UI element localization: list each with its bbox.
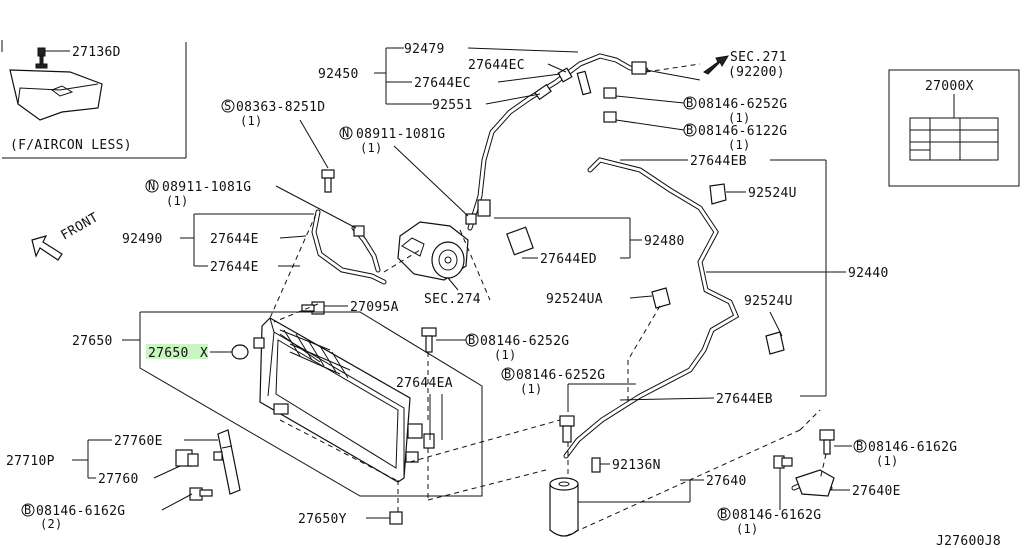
part-92440: 92440 [848,266,889,281]
qty-08911-1081G-b: (1) [166,194,189,208]
qty-08146-6162G-right: (1) [876,454,899,468]
bracket-27760E-icon [175,429,241,495]
part-92136N: 92136N [612,458,661,473]
clip-icon [35,47,48,69]
part-27650: 27650 [72,334,113,349]
bolt-prefix-icon [683,123,697,137]
qty-08146-6162G-left: (2) [40,517,63,531]
part-27644EC-a: 27644EC [468,58,525,73]
part-27760E: 27760E [114,434,163,449]
part-08363-8251D: 08363-8251D [236,100,325,115]
leader-lines [72,47,852,519]
fitting-icon [477,61,647,256]
qty-08911-1081G-a: (1) [360,141,383,155]
bolt-prefix-icon [683,96,697,110]
part-27095A: 27095A [350,300,399,315]
prefix-b: B [686,96,694,110]
part-27644E-a: 27644E [210,232,259,247]
qty-08146-6162G-bottom: (1) [736,522,759,536]
pipe-27644E [311,209,387,285]
sec271-arrow-icon [703,55,729,75]
qty-08146-6122G: (1) [728,138,751,152]
part-27640: 27640 [706,474,747,489]
qty-08363-8251D: (1) [240,114,263,128]
bolt-prefix-icon [853,439,867,453]
sec-271: SEC.271 [730,50,787,65]
part-92490: 92490 [122,232,163,247]
screw-prefix-icon [221,99,235,113]
prefix-n: N [342,126,350,140]
pipe-27644EB-long [563,157,740,459]
part-27650Y: 27650Y [298,512,347,527]
part-27650X-highlight [146,344,208,359]
part-27644EA: 27644EA [396,376,453,391]
diagram-id: J27600J8 [936,534,1001,548]
inset-caption: (F/AIRCON LESS) [10,138,132,153]
compressor-icon [397,221,469,281]
part-08146-6252G-top: 08146-6252G [698,97,787,112]
part-27640E: 27640E [852,484,901,499]
part-08146-6252G-low: 08146-6252G [516,368,605,383]
prefix-b: B [24,503,32,517]
part-08146-6162G-bottom: 08146-6162G [732,508,821,523]
bolt-prefix-icon [501,367,515,381]
part-27710P: 27710P [6,454,55,469]
label-box: 27000X [888,69,1020,187]
bolt-icon [189,87,835,525]
bolt-prefix-icon [21,503,35,517]
inset-panel: 27136D (F/AIRCON LESS) [1,40,187,159]
part-08911-1081G-b: 08911-1081G [162,180,251,195]
prefix-s: S [224,99,232,113]
part-27000X: 27000X [925,79,974,94]
sec-271-sub: (92200) [728,65,785,80]
part-27644E-b: 27644E [210,260,259,275]
part-08146-6162G-left: 08146-6162G [36,504,125,519]
part-08911-1081G-a: 08911-1081G [356,127,445,142]
part-92551: 92551 [432,98,473,113]
part-27644EB-top: 27644EB [690,154,747,169]
qty-08146-6252G-mid: (1) [494,348,517,362]
part-27644ED: 27644ED [540,252,597,267]
prefix-b: B [720,507,728,521]
qty-08146-6252G-top: (1) [728,111,751,125]
part-27644EC-b: 27644EC [414,76,471,91]
prefix-n: N [148,179,156,193]
prefix-b: B [856,439,864,453]
part-08146-6122G: 08146-6122G [698,124,787,139]
part-labels: 92479 92450 27644EC 27644EC 92551 SEC.27… [6,42,1001,548]
part-92479: 92479 [404,42,445,57]
part-92524UA: 92524UA [546,292,603,307]
prefix-b: B [504,367,512,381]
qty-08146-6252G-low: (1) [520,382,543,396]
condenser-fins [279,329,351,379]
prefix-b: B [468,333,476,347]
pipe-main-upper [467,53,649,231]
label-sticker-icon [909,117,999,161]
receiver-drier-icon [549,477,579,537]
clamp-icon [651,183,835,497]
part-27650X-suffix: X [200,346,208,361]
part-08146-6162G-right: 08146-6162G [868,440,957,455]
part-27644EB-low: 27644EB [716,392,773,407]
condenser-icon [253,317,423,483]
nut-prefix-icon [145,179,159,193]
sec-274: SEC.274 [424,292,481,307]
part-92524U-b: 92524U [744,294,793,309]
bolt-prefix-icon [465,333,479,347]
front-arrow-icon [31,235,63,261]
part-27760: 27760 [98,472,139,487]
front-label: FRONT [59,210,102,243]
nut-prefix-icon [339,126,353,140]
part-27650X: 27650 [148,346,189,361]
prefix-b: B [686,123,694,137]
part-92480: 92480 [644,234,685,249]
part-08146-6252G-mid: 08146-6252G [480,334,569,349]
part-92450: 92450 [318,67,359,82]
part-92524U-a: 92524U [748,186,797,201]
bolt-prefix-icon [717,507,731,521]
dashed-lines [269,63,827,537]
part-27136D: 27136D [72,45,121,60]
